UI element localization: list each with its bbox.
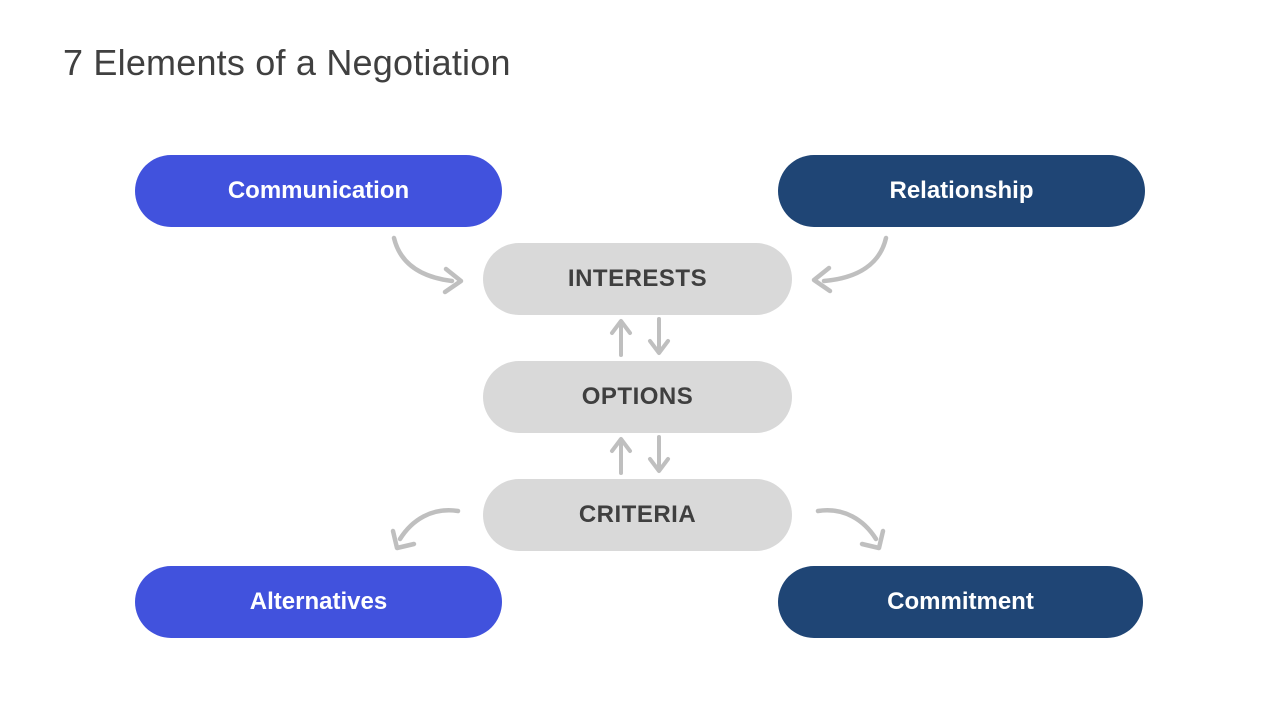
node-communication-label: Communication (227, 177, 410, 204)
arrow-communication-to-interests-icon (391, 235, 464, 295)
arrow-options-criteria-down-icon (648, 435, 670, 473)
node-alternatives: Alternatives (135, 566, 502, 638)
node-relationship: Relationship (778, 155, 1145, 227)
node-interests: INTERESTS (483, 243, 792, 315)
arrow-relationship-to-interests-icon (811, 235, 889, 294)
arrow-criteria-to-alternatives-icon (390, 508, 461, 551)
node-interests-label: INTERESTS (567, 265, 708, 292)
node-options: OPTIONS (483, 361, 792, 433)
arrow-criteria-to-commitment-icon (815, 508, 886, 551)
node-criteria: CRITERIA (483, 479, 792, 551)
arrow-interests-options-up-icon (610, 319, 632, 357)
node-commitment-label: Commitment (887, 588, 1034, 615)
node-options-label: OPTIONS (581, 383, 694, 410)
node-communication: Communication (135, 155, 502, 227)
slide-title: 7 Elements of a Negotiation (63, 42, 511, 83)
arrow-options-criteria-up-icon (610, 437, 632, 475)
node-alternatives-label: Alternatives (249, 588, 388, 615)
node-criteria-label: CRITERIA (578, 501, 697, 528)
arrow-interests-options-down-icon (648, 317, 670, 355)
node-commitment: Commitment (778, 566, 1143, 638)
node-relationship-label: Relationship (889, 177, 1034, 204)
